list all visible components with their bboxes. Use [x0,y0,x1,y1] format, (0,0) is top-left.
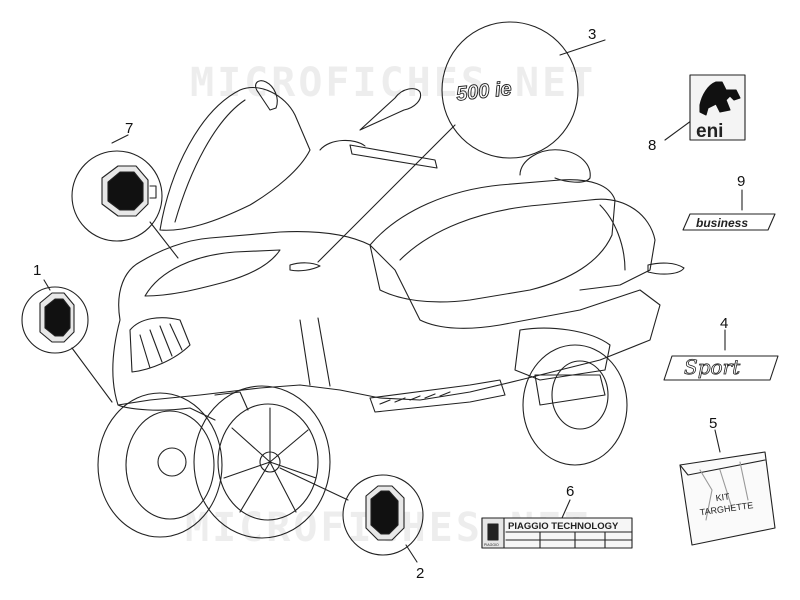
callout-5: 5 [709,415,718,432]
watermark-top: MICROFICHES.NET [190,60,597,106]
eni-dog-icon [699,81,741,116]
callout-9: 9 [737,173,746,190]
callout-1: 1 [33,262,42,279]
detail-piaggio-logo-1 [21,279,113,403]
detail-model-badge [317,21,606,263]
piaggio-mini-text: PIAGGIO [484,543,499,547]
detail-piaggio-logo-7 [71,134,179,259]
model-badge-text: 500 ie [455,78,513,106]
kit-text-line1: KIT [715,491,731,503]
kit-bag [679,451,776,546]
scooter-drawing [97,80,685,539]
business-text: business [696,216,748,230]
sport-decal-outline [663,355,779,381]
sport-text: Sport [684,355,741,379]
callout-6: 6 [566,483,575,500]
callout-8: 8 [648,137,657,154]
business-decal-outline [682,213,776,231]
callout-4: 4 [720,315,729,332]
callout-7: 7 [125,120,134,137]
callout-3: 3 [588,26,597,43]
piaggio-technology-text: PIAGGIO TECHNOLOGY [508,521,619,532]
detail-piaggio-logo-2 [279,467,424,563]
eni-text: eni [696,121,723,142]
piaggio-technology-decal [481,517,633,549]
callout-2: 2 [416,565,425,582]
